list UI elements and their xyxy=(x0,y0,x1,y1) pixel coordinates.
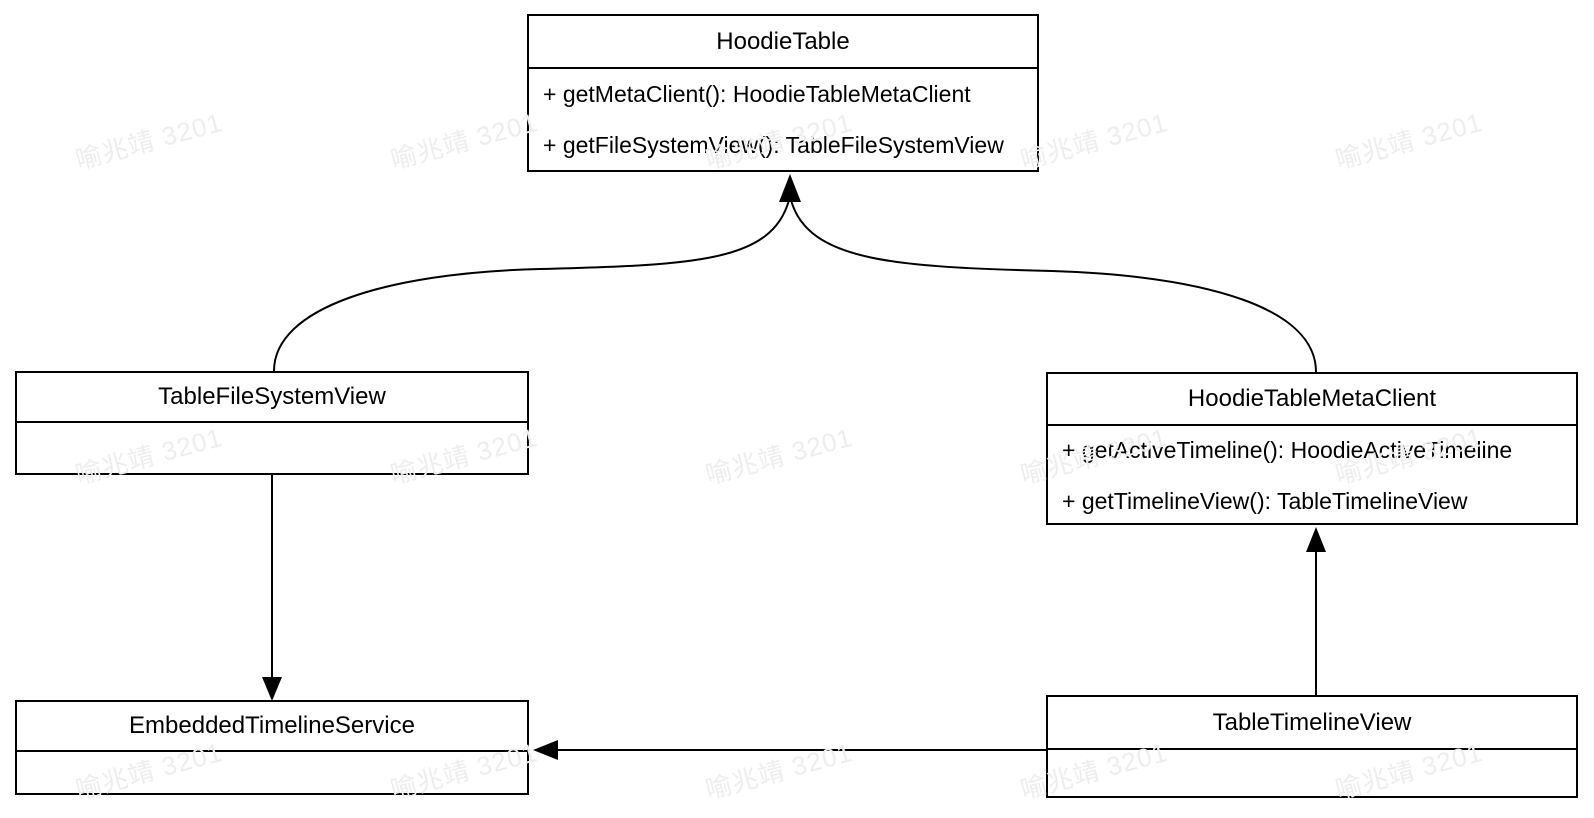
method-getactivetimeline: + getActiveTimeline(): HoodieActiveTimel… xyxy=(1062,437,1513,463)
class-name: TableTimelineView xyxy=(1212,708,1412,736)
method-getmetaclient: + getMetaClient(): HoodieTableMetaClient xyxy=(543,81,971,107)
arrow-hoodietablemetaclient-to-hoodietable xyxy=(790,199,1317,373)
class-name: HoodieTable xyxy=(716,27,850,55)
class-box-tabletimelineview: TableTimelineView xyxy=(1046,695,1578,798)
method-getfilesystemview: + getFileSystemView(): TableFileSystemVi… xyxy=(543,132,1004,158)
class-title-embeddedtimelineservice: EmbeddedTimelineService xyxy=(17,702,527,752)
class-methods-empty xyxy=(17,752,527,762)
class-title-hoodietable: HoodieTable xyxy=(529,16,1037,69)
class-name: EmbeddedTimelineService xyxy=(129,712,415,739)
class-title-hoodietablemetaclient: HoodieTableMetaClient xyxy=(1048,374,1576,426)
class-name: TableFileSystemView xyxy=(158,383,386,410)
class-box-hoodietablemetaclient: HoodieTableMetaClient + getActiveTimelin… xyxy=(1046,372,1578,525)
class-title-tabletimelineview: TableTimelineView xyxy=(1048,697,1576,750)
class-title-tablefilesystemview: TableFileSystemView xyxy=(17,373,527,423)
arrowhead-up-hoodietable xyxy=(779,174,801,202)
class-box-tablefilesystemview: TableFileSystemView xyxy=(15,371,529,475)
class-methods-hoodietable: + getMetaClient(): HoodieTableMetaClient… xyxy=(529,69,1037,160)
class-box-hoodietable: HoodieTable + getMetaClient(): HoodieTab… xyxy=(527,14,1039,172)
method-gettimelineview: + getTimelineView(): TableTimelineView xyxy=(1062,488,1468,514)
arrowhead-up-hoodietablemetaclient xyxy=(1306,527,1326,552)
class-box-embeddedtimelineservice: EmbeddedTimelineService xyxy=(15,700,529,795)
class-methods-empty xyxy=(17,423,527,433)
arrow-tablefilesystemview-to-hoodietable xyxy=(273,199,790,372)
class-methods-hoodietablemetaclient: + getActiveTimeline(): HoodieActiveTimel… xyxy=(1048,426,1576,516)
class-methods-empty xyxy=(1048,750,1576,760)
arrowhead-left-embeddedtimelineservice xyxy=(533,740,558,760)
class-name: HoodieTableMetaClient xyxy=(1187,385,1437,412)
arrowhead-down-embeddedtimelineservice xyxy=(262,677,282,701)
